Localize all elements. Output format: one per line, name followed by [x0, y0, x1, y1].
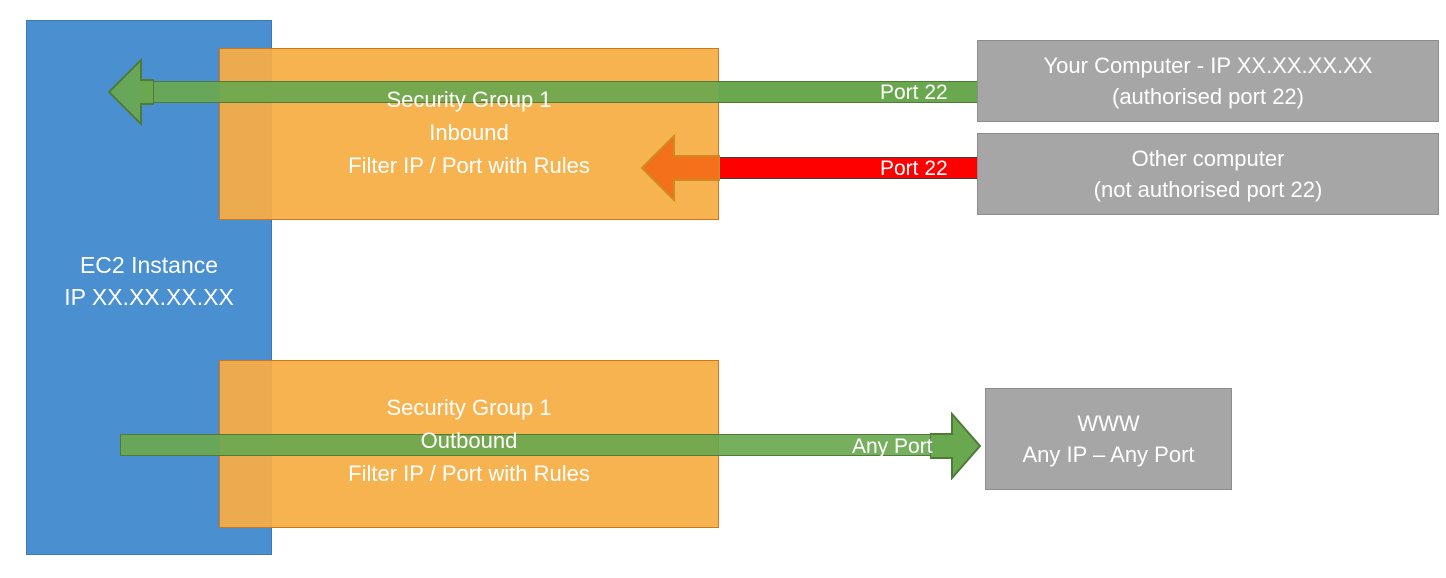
arrow-left-green-icon	[108, 57, 154, 127]
other-computer-line2: (not authorised port 22)	[1093, 177, 1323, 202]
www-line2: Any IP – Any Port	[1022, 442, 1195, 467]
your-computer-line1: Your Computer - IP XX.XX.XX.XX	[1043, 53, 1373, 78]
your-computer-line2: (authorised port 22)	[1112, 84, 1304, 109]
inbound-allowed-shaft-outer	[718, 81, 978, 103]
external-node-your-computer: Your Computer - IP XX.XX.XX.XX (authoris…	[977, 40, 1439, 122]
inbound-denied-shaft	[718, 157, 978, 179]
arrow-left-orange-icon	[640, 133, 720, 203]
outbound-shaft	[120, 434, 950, 456]
other-computer-line1: Other computer	[1131, 146, 1285, 171]
inbound-allowed-shaft-inner	[140, 81, 720, 103]
external-node-www: WWW Any IP – Any Port	[985, 388, 1232, 490]
security-group-inbound-box	[219, 48, 719, 220]
www-line1: WWW	[1077, 411, 1140, 436]
external-node-other-computer: Other computer (not authorised port 22)	[977, 133, 1439, 215]
arrow-right-green-icon	[930, 412, 982, 480]
